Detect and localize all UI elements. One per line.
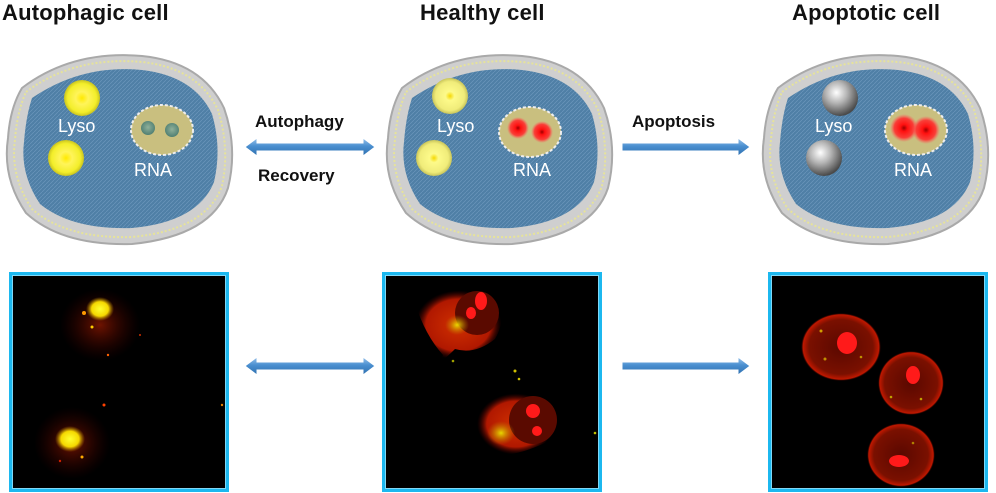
nucleolus — [906, 366, 920, 384]
bidirectional-arrow-icon — [244, 356, 376, 376]
lysosome-icon — [48, 140, 84, 176]
nucleolus — [475, 292, 487, 310]
lysosome-icon — [64, 80, 100, 116]
apoptotic-cell-title: Apoptotic cell — [792, 0, 941, 25]
autophagic-micrograph — [9, 272, 229, 492]
nucleolus — [532, 426, 542, 436]
lysosome-icon — [416, 140, 452, 176]
autophagic-cell-title: Autophagic cell — [2, 0, 169, 25]
rna-icon — [890, 114, 918, 142]
autophagy-label: Autophagy — [255, 112, 344, 131]
nucleolus — [837, 332, 857, 354]
rna-label: RNA — [894, 160, 933, 180]
healthy-micrograph — [382, 272, 602, 492]
lysosome-icon — [822, 80, 858, 116]
apoptotic-cell-diagram — [761, 54, 990, 246]
rna-icon — [531, 121, 553, 143]
nucleolus — [466, 307, 476, 319]
lysosome-icon — [806, 140, 842, 176]
right-arrow-icon — [621, 356, 751, 376]
right-arrow-icon — [621, 137, 751, 157]
bidirectional-arrow-icon — [244, 137, 376, 157]
rna-icon — [507, 117, 529, 139]
rna-label: RNA — [513, 160, 552, 180]
rna-icon — [141, 121, 155, 135]
nucleolus — [526, 404, 540, 418]
lyso-label: Lyso — [815, 116, 853, 136]
lysosome-cluster — [55, 426, 85, 452]
lysosome-cluster — [86, 297, 114, 321]
rna-icon — [165, 123, 179, 137]
healthy-cell-title: Healthy cell — [420, 0, 545, 25]
rna-label: RNA — [134, 160, 173, 180]
apoptotic-micrograph — [768, 272, 988, 492]
recovery-label: Recovery — [258, 166, 335, 185]
lyso-label: Lyso — [58, 116, 96, 136]
rna-icon — [912, 116, 940, 144]
lyso-label: Lyso — [437, 116, 475, 136]
healthy-cell-diagram — [385, 54, 614, 246]
cell-body — [867, 423, 935, 487]
nucleolus — [889, 455, 909, 467]
apoptosis-label: Apoptosis — [632, 112, 716, 131]
lysosome-icon — [432, 78, 468, 114]
autophagic-cell-diagram — [5, 54, 234, 246]
nucleus-icon — [130, 104, 194, 156]
